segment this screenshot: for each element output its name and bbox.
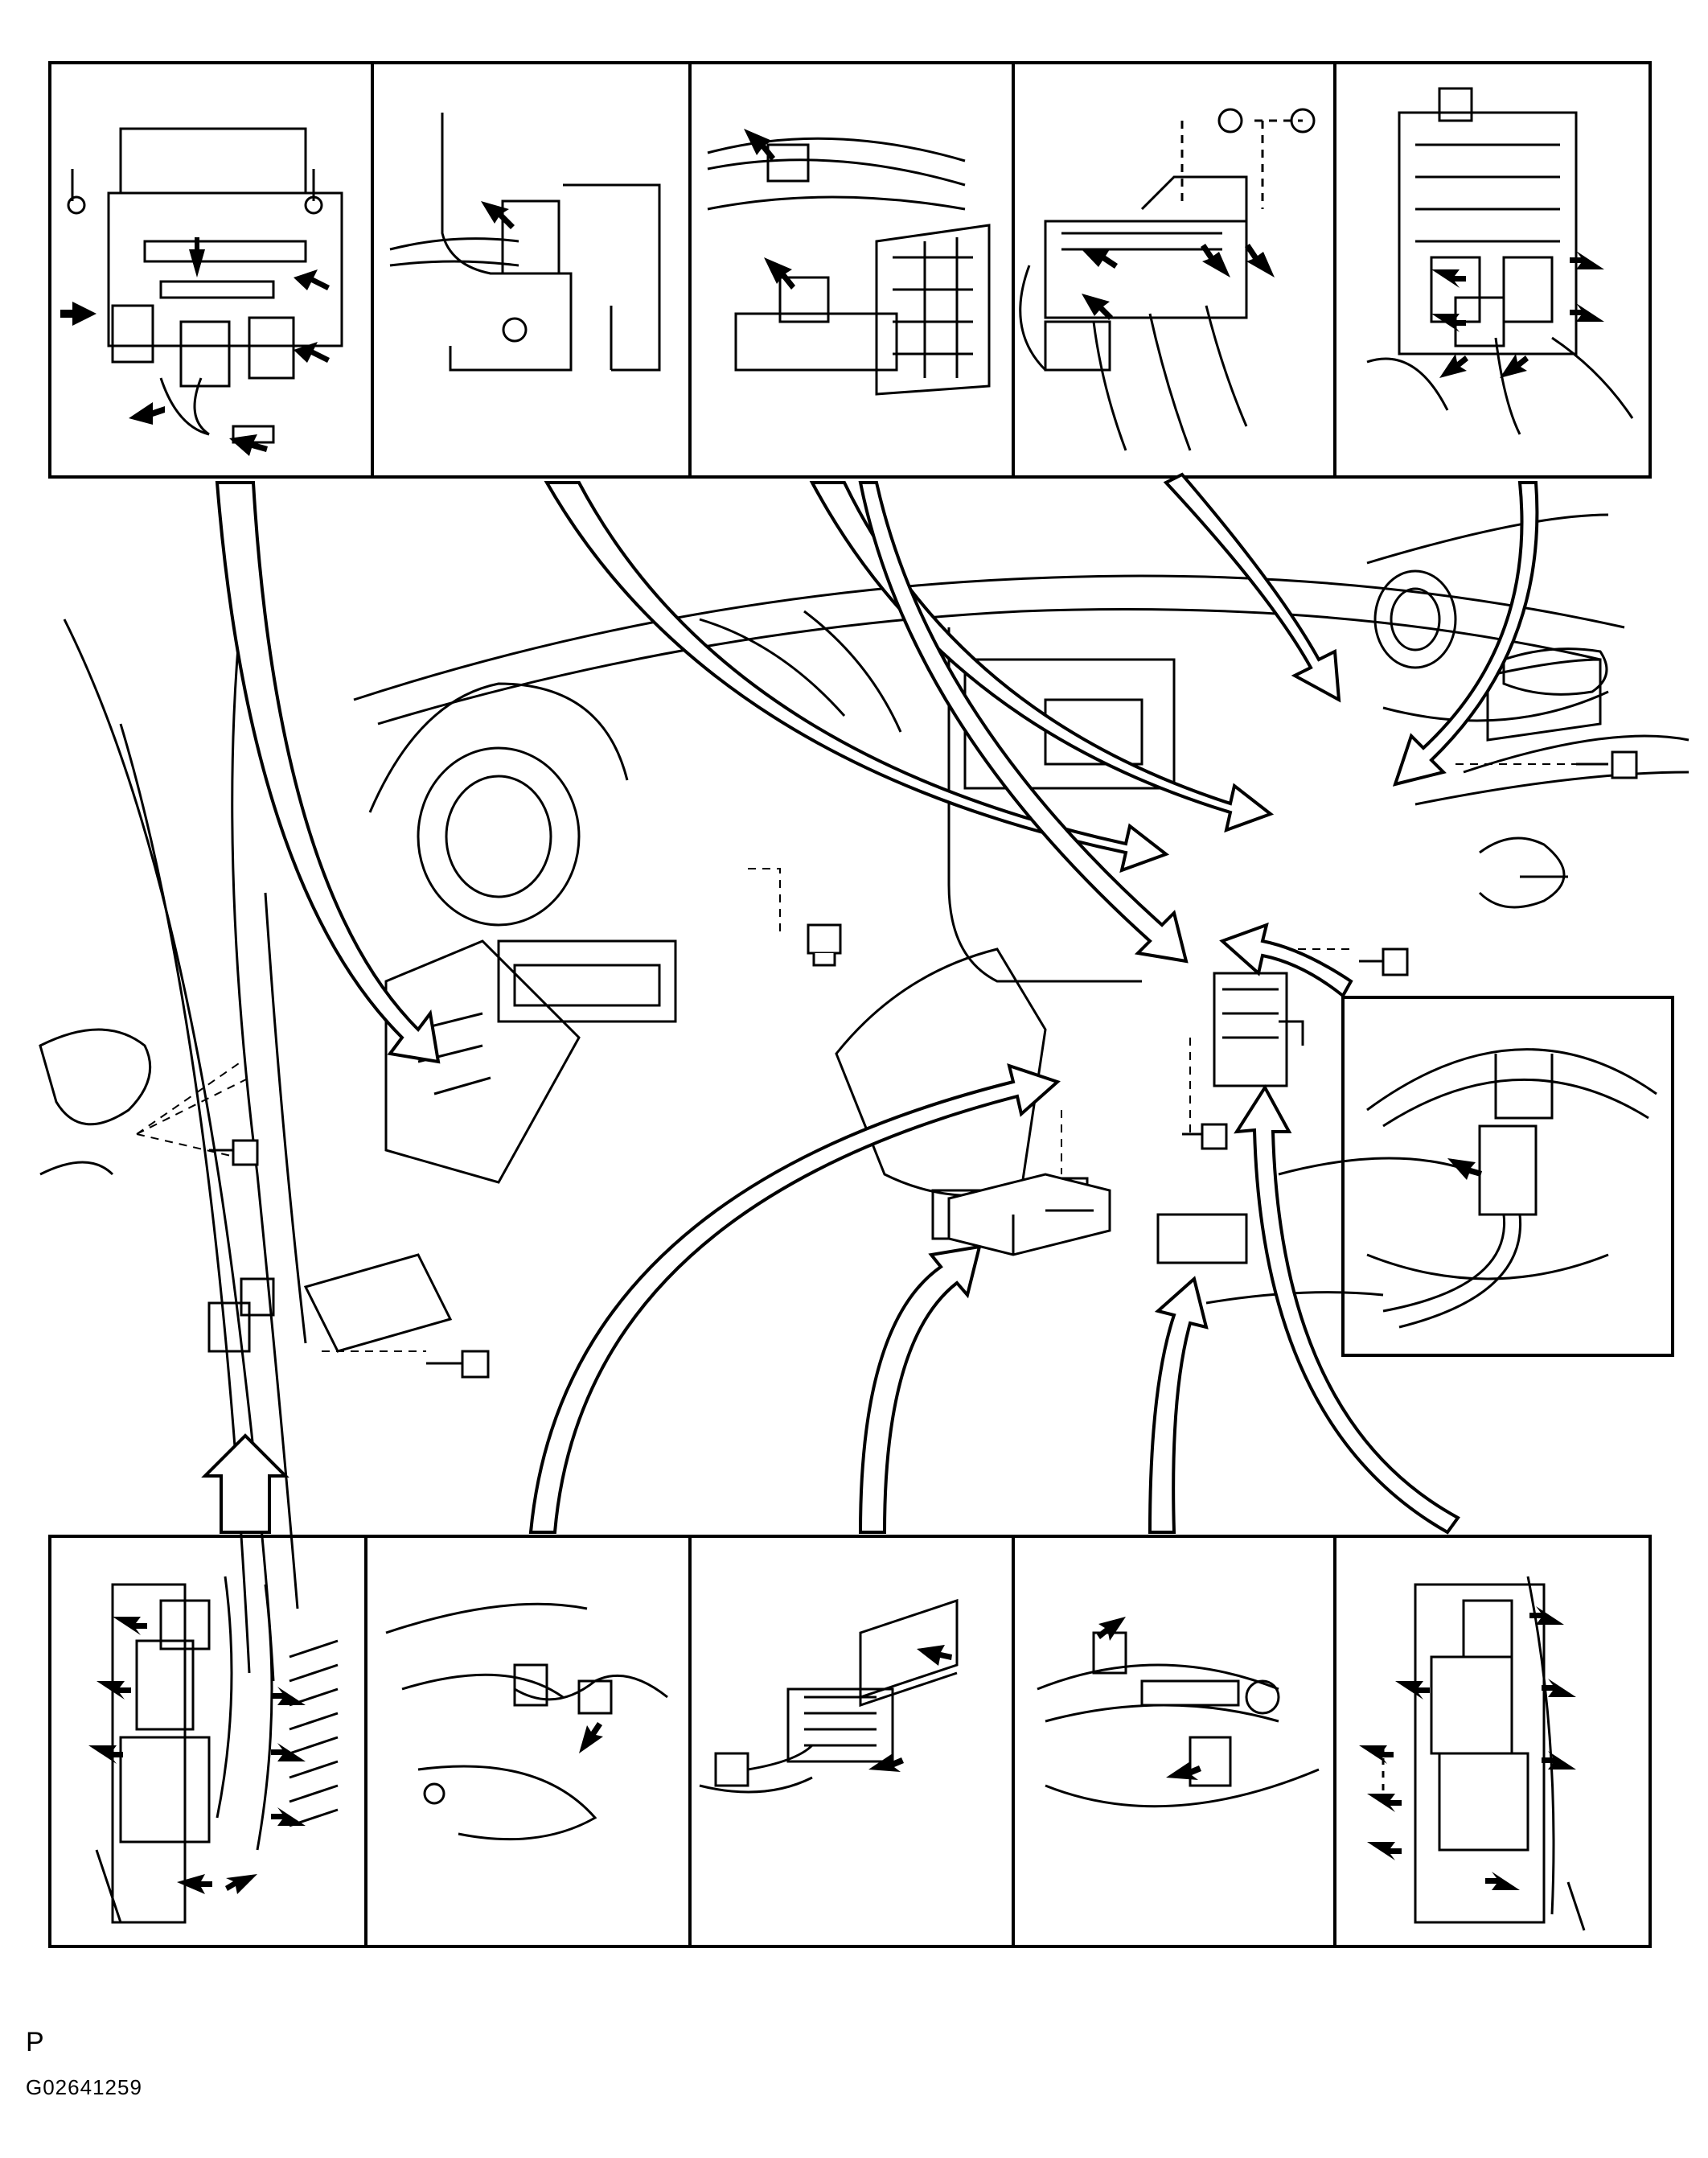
callout-arrow-icon bbox=[544, 481, 1170, 873]
callout-arrow-icon bbox=[1163, 472, 1341, 703]
callout-arrows bbox=[201, 472, 1539, 1535]
bolt-icon bbox=[426, 1350, 490, 1379]
bottom-inset-3-ecu-connector bbox=[699, 1598, 959, 1794]
fastener-leaders bbox=[136, 763, 1616, 1352]
callout-arrow-icon bbox=[201, 1433, 289, 1534]
bottom-inset-arrows bbox=[88, 1606, 1576, 1894]
callout-arrow-icon bbox=[215, 481, 441, 1064]
right-inset-panel bbox=[1341, 996, 1674, 1357]
callout-arrow-icon bbox=[858, 1244, 982, 1534]
top-inset-1-junction-block bbox=[67, 127, 343, 444]
top-inset-5-junction bbox=[1366, 87, 1634, 435]
right-inset-content bbox=[1366, 1048, 1657, 1329]
callout-arrow-icon bbox=[1219, 922, 1353, 999]
ecu-box bbox=[947, 1173, 1111, 1256]
bottom-inset-row bbox=[48, 1535, 1652, 1948]
bottom-inset-1-junction bbox=[95, 1576, 339, 1924]
top-inset-row bbox=[48, 61, 1652, 479]
bolt-icon bbox=[807, 923, 842, 967]
callout-arrow-icon bbox=[528, 1063, 1061, 1534]
top-inset-3-connector bbox=[707, 137, 991, 396]
page-label: P bbox=[26, 2027, 44, 2057]
figure-code: G02641259 bbox=[26, 2075, 142, 2099]
top-inset-4-bracket bbox=[1019, 108, 1316, 451]
bolt-icon bbox=[1576, 750, 1638, 779]
bolt-icon bbox=[1182, 1123, 1228, 1150]
callout-arrow-icon bbox=[1392, 481, 1539, 787]
right-inset-arrow bbox=[1447, 1158, 1482, 1180]
bottom-inset-5-junction bbox=[1382, 1576, 1586, 1931]
callout-arrow-icon bbox=[1148, 1276, 1209, 1534]
callout-arrow-icon bbox=[858, 481, 1189, 964]
top-inset-arrows bbox=[60, 129, 1604, 456]
top-inset-2-connector bbox=[389, 113, 661, 372]
bolt-icon bbox=[209, 1139, 259, 1166]
bottom-inset-4-connector bbox=[1037, 1631, 1320, 1808]
callout-arrow-icon bbox=[1234, 1084, 1460, 1535]
bolt-icon bbox=[1359, 947, 1409, 976]
bottom-inset-2-connector bbox=[385, 1602, 668, 1841]
dashboard-main-view bbox=[39, 513, 1690, 1682]
